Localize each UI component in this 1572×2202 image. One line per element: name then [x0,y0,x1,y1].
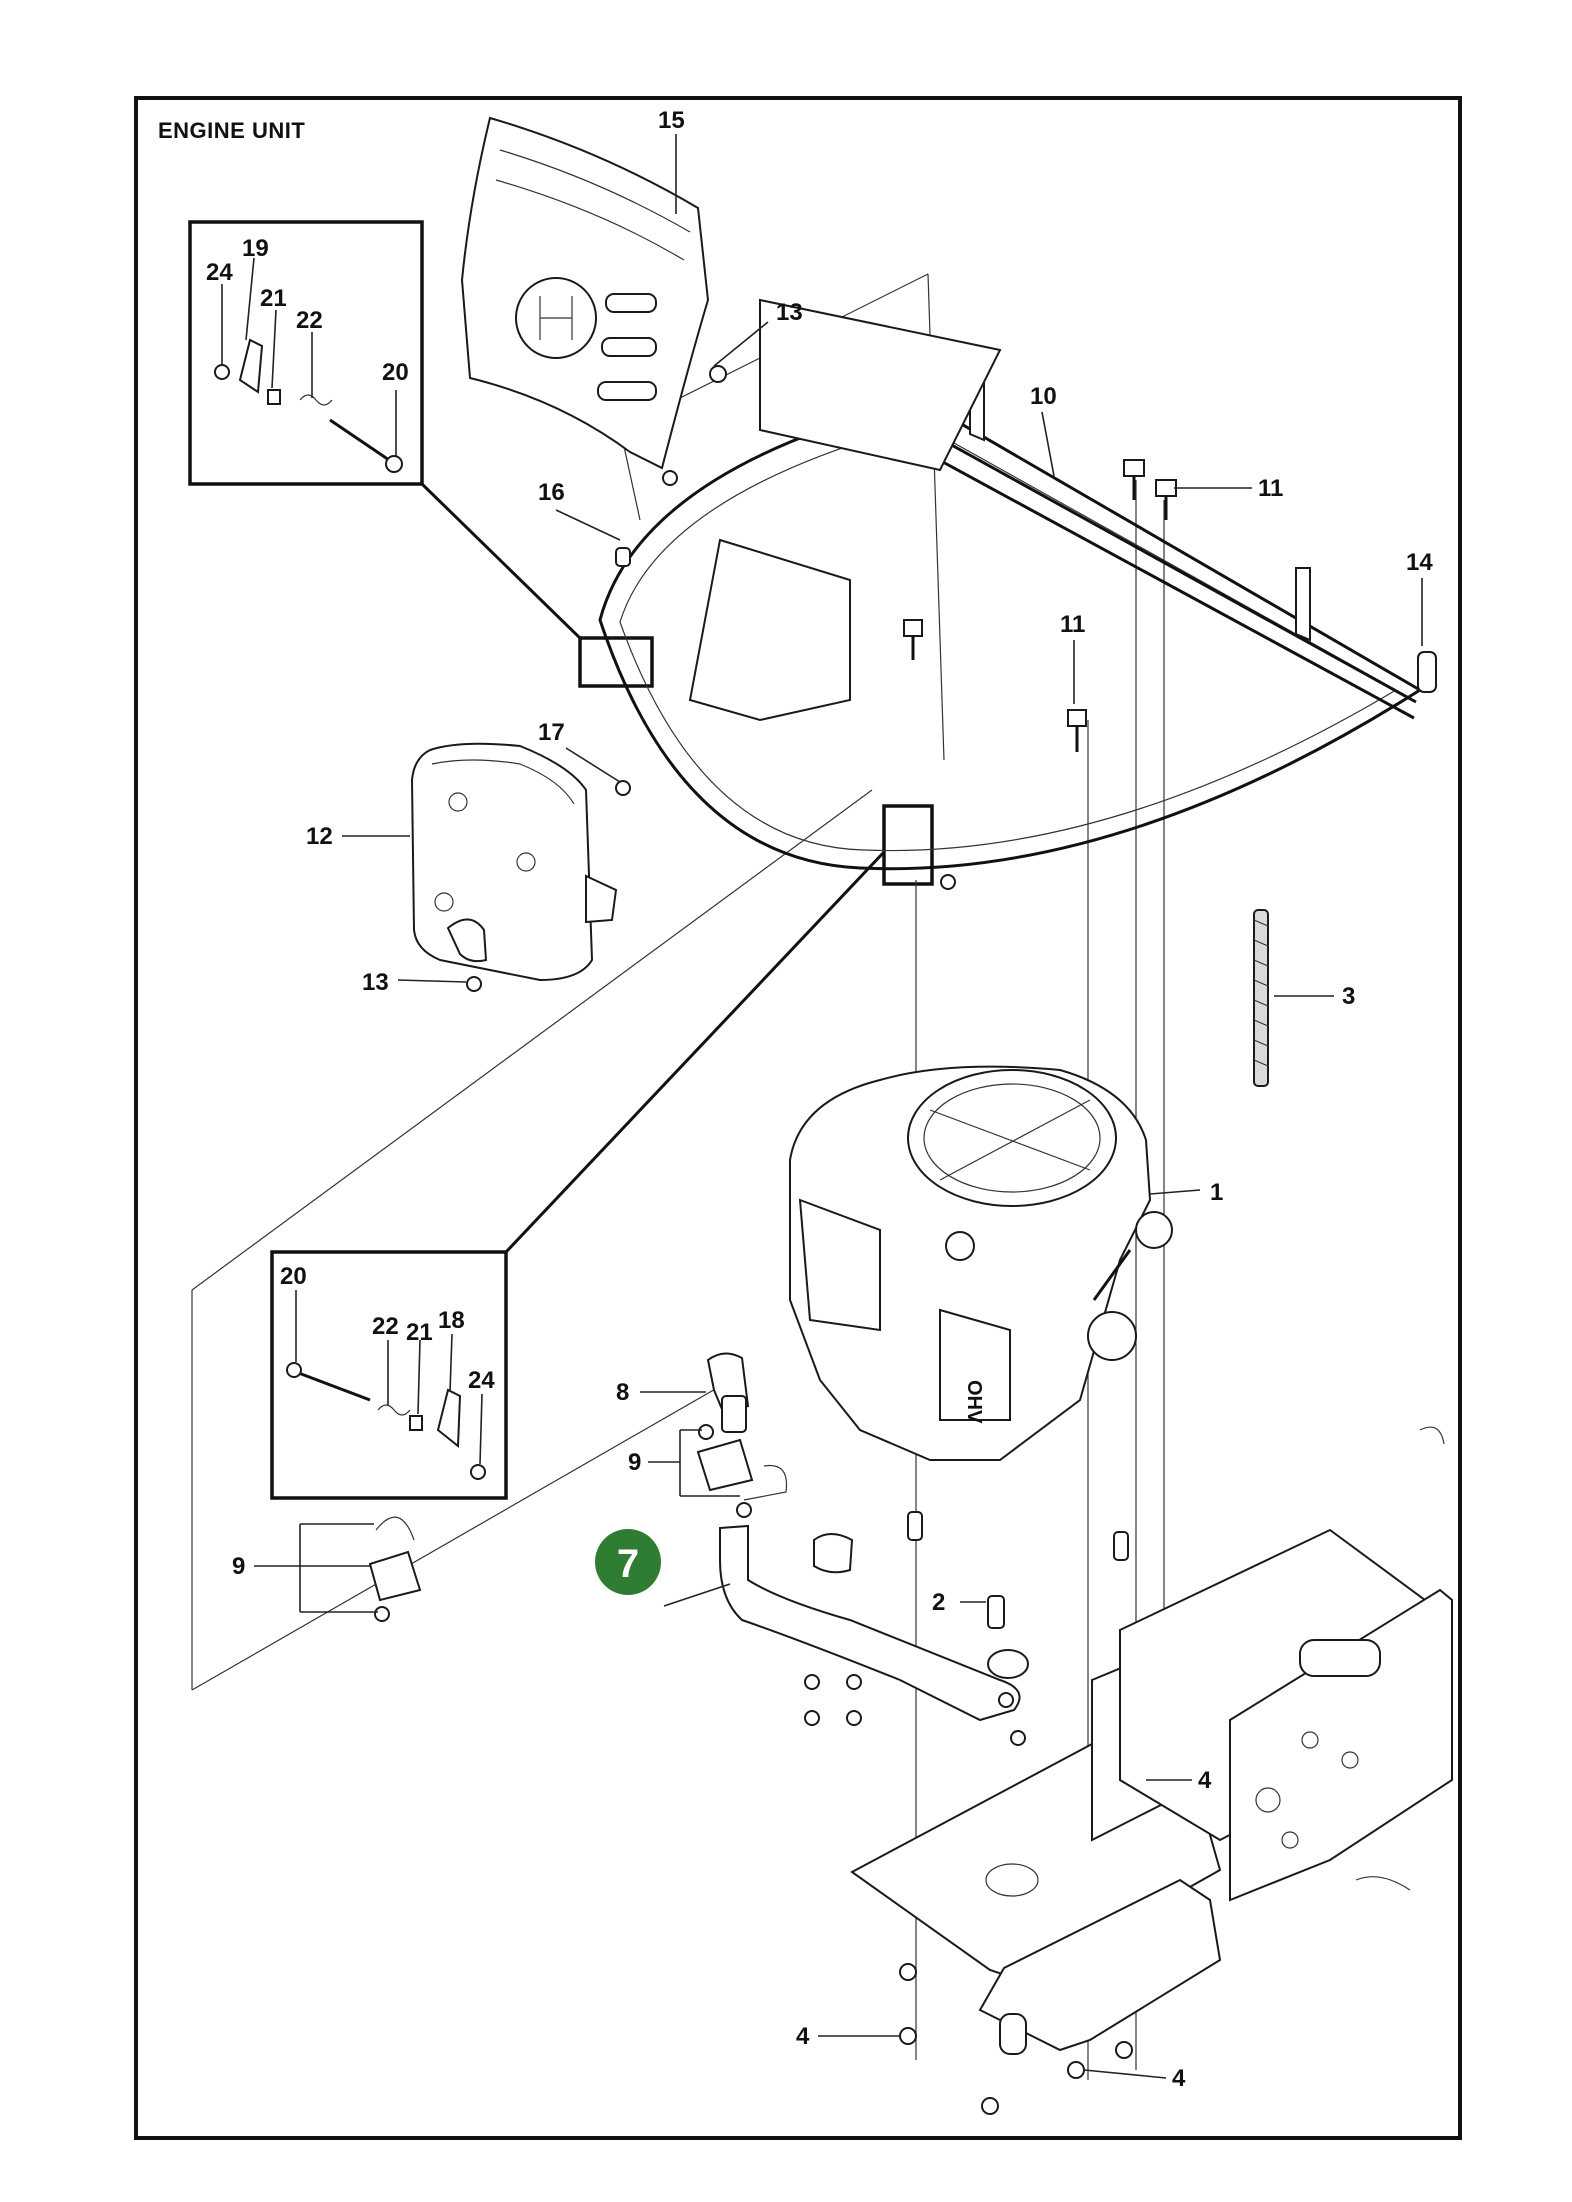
engine-label-ohv: OHV [963,1380,985,1424]
callout-9-upper: 9 [628,1449,641,1476]
callout-17: 17 [538,719,565,746]
detail-inset-top [188,220,654,688]
clamp-lower [368,1516,422,1622]
callout-8: 8 [616,1379,629,1406]
spark-plug-boot [706,1352,750,1433]
callout-11-top: 11 [1258,475,1283,502]
threaded-rod [1253,909,1269,1087]
callout-3: 3 [1342,983,1355,1010]
callout-20-bottom: 20 [280,1263,307,1290]
leader-lines [221,134,1423,2079]
bolts [615,459,1177,890]
callout-24-top: 24 [206,259,233,286]
engine-cover [460,116,727,486]
callout-12: 12 [306,823,333,850]
exhaust-pipe [719,1524,1029,1722]
callout-4-left: 4 [796,2023,810,2050]
callout-22-top: 22 [296,307,323,334]
callout-19: 19 [242,235,269,262]
callout-24-bottom: 24 [468,1367,495,1394]
highlighted-callout-7[interactable]: 7 [595,1529,661,1595]
chassis-rails [1119,1426,1453,1902]
callout-20-top: 20 [382,359,409,386]
callout-2: 2 [932,1589,945,1616]
callout-labels: 15 13 10 11 11 14 16 17 12 13 3 1 8 9 9 … [206,107,1433,2092]
callout-13-top: 13 [776,299,803,326]
diagram-frame [134,96,1462,2140]
callout-4-right: 4 [1198,1767,1212,1794]
callout-4-bottom: 4 [1172,2065,1186,2092]
callout-9-lower: 9 [232,1553,245,1580]
callout-15: 15 [658,107,685,134]
callout-10: 10 [1030,383,1057,410]
callout-21-top: 21 [260,285,287,312]
highlight-badge[interactable] [595,1529,661,1595]
callout-22-bottom: 22 [372,1313,399,1340]
mounting-nuts [804,1511,1149,2115]
highlight-label[interactable]: 7 [617,1542,639,1586]
callout-21-bottom: 21 [406,1319,433,1346]
muffler [410,742,618,992]
clamp-upper [696,1424,788,1518]
engine [789,1065,1173,1461]
callout-16: 16 [538,479,565,506]
callout-13-bottom: 13 [362,969,389,996]
diagram-title: ENGINE UNIT [158,118,306,143]
callout-18: 18 [438,1307,465,1334]
detail-inset-bottom [270,804,934,1500]
engine-frame [598,298,1437,871]
callout-1: 1 [1210,1179,1223,1206]
callout-14: 14 [1406,549,1433,576]
callout-11-mid: 11 [1060,611,1085,638]
